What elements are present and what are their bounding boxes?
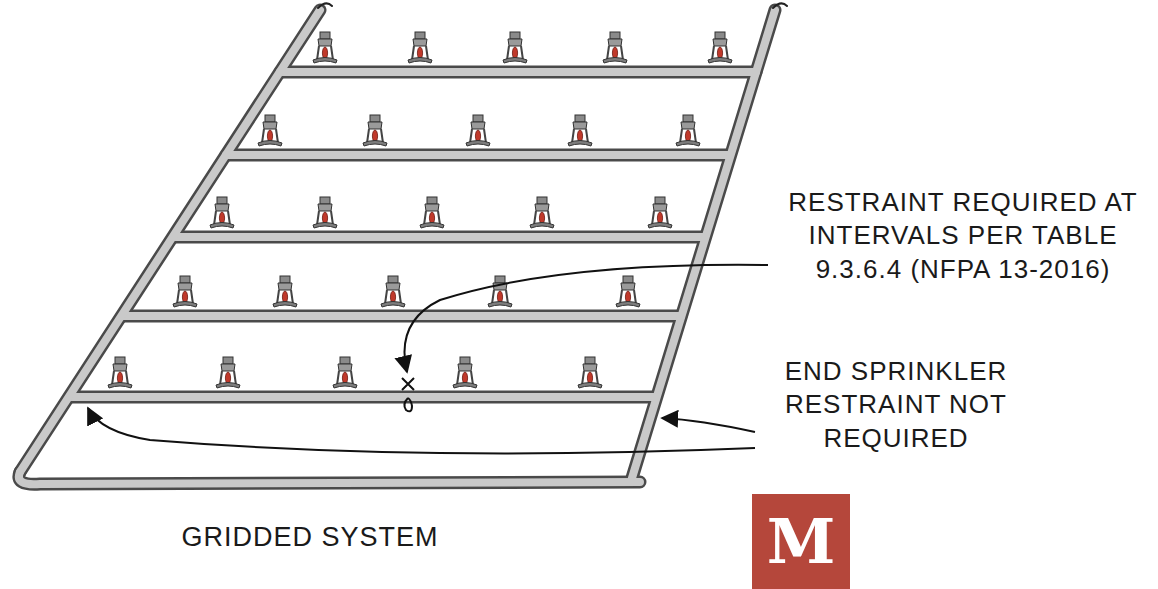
sprinkler-heads <box>108 32 732 388</box>
callout-note: RESTRAINT REQUIRED AT INTERVALS PER TABL… <box>776 186 1150 286</box>
figure-caption: GRIDDED SYSTEM <box>150 520 470 555</box>
callout-note: END SPRINKLER RESTRAINT NOT REQUIRED <box>765 355 1027 455</box>
restraint-marker <box>402 378 414 411</box>
logo-mark: M <box>752 494 850 589</box>
pipe-grid <box>19 3 787 484</box>
leader-lines <box>88 265 768 454</box>
